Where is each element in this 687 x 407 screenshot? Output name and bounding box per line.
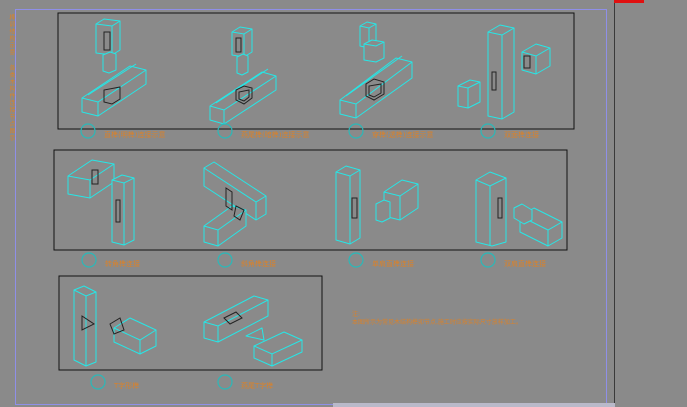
joint-figure-7 [335, 165, 419, 245]
note-text: 本图所示为常见木结构榫卯节点,施工时应按实际尺寸放样加工。 [352, 319, 522, 326]
joint-figure-5 [67, 159, 135, 246]
caption-badge-4 [480, 123, 496, 139]
caption-4: 双面榫连接 [504, 131, 539, 139]
caption-10: 燕尾T字榫 [241, 382, 274, 390]
caption-2: 燕尾榫(暗榫)连接示意 [241, 131, 310, 139]
caption-9: T字形榫 [114, 382, 140, 390]
caption-badge-2 [217, 123, 233, 139]
bottom-scroll-strip[interactable] [333, 403, 615, 407]
caption-badge-6 [217, 252, 233, 268]
viewport-divider [614, 0, 615, 407]
joint-figure-6 [203, 161, 267, 247]
caption-7: 单肩直榫连接 [372, 260, 414, 268]
red-marker [614, 0, 644, 3]
joint-figure-8 [475, 171, 563, 247]
caption-badge-9 [90, 374, 106, 390]
joint-figure-1 [81, 18, 147, 117]
side-note: 榫卯结构示意 · 各类木构件连接节点图示 [8, 14, 15, 142]
caption-badge-8 [480, 252, 496, 268]
caption-badge-1 [80, 123, 96, 139]
joint-figure-3 [339, 21, 413, 119]
caption-badge-10 [217, 374, 233, 390]
row2-frame [53, 149, 568, 251]
caption-badge-5 [81, 252, 97, 268]
joint-figure-10 [203, 295, 303, 367]
caption-6: 斜角榫连接 [241, 260, 276, 268]
caption-badge-7 [348, 252, 364, 268]
caption-5: 转角榫连接 [105, 260, 140, 268]
caption-3: 穿榫(透榫)连接示意 [372, 131, 434, 139]
caption-1: 直榫(明榫)连接示意 [104, 131, 166, 139]
drawing-border [15, 9, 607, 405]
joint-figure-4 [457, 24, 551, 120]
note-label: 注: [352, 311, 361, 318]
caption-8: 双肩直榫连接 [504, 260, 546, 268]
joint-figure-9 [73, 285, 157, 367]
joint-figure-2 [209, 26, 277, 125]
caption-badge-3 [348, 123, 364, 139]
row1-frame [57, 12, 575, 130]
row3-frame [58, 275, 323, 371]
